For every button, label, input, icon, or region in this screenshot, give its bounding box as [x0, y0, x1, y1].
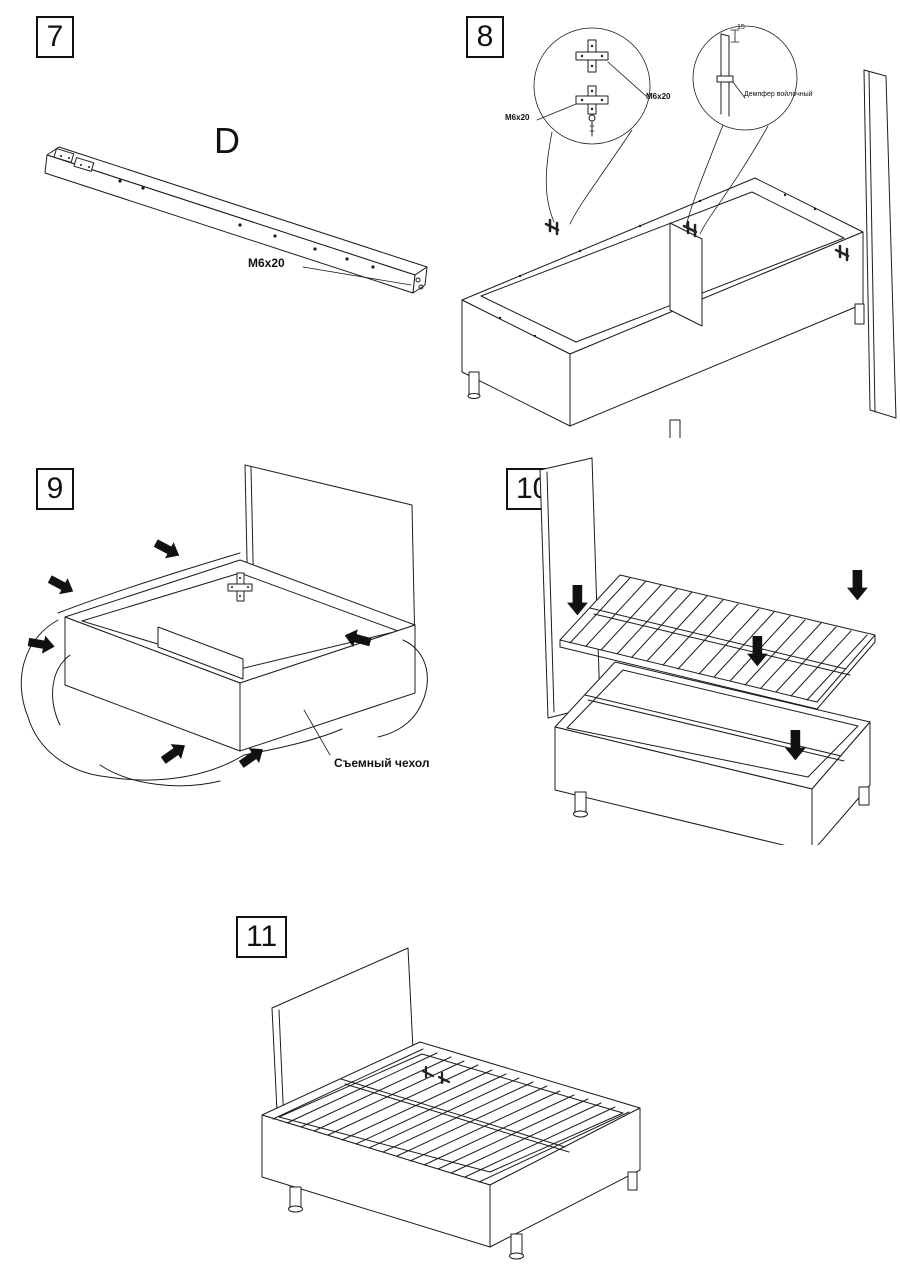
step-11-figure	[261, 947, 641, 1260]
bed-frame-box	[461, 177, 864, 427]
step-8-number-box: 8	[466, 16, 504, 58]
legs	[288, 1171, 638, 1260]
plank-screw-holes	[118, 179, 375, 269]
leader-left	[536, 103, 577, 121]
leader-right	[607, 61, 647, 97]
damper-post-detail	[716, 29, 746, 117]
step-11-number-box: 11	[236, 916, 288, 958]
frame-screw-holes	[498, 193, 817, 338]
step-8-figure	[461, 25, 897, 438]
corner-bracket-marks	[544, 218, 850, 262]
callout-circle-right	[685, 25, 798, 235]
damper-leader	[732, 81, 746, 99]
bolt-detail	[588, 114, 596, 137]
step-9-number-box: 9	[36, 468, 74, 510]
headboard-panel	[539, 457, 601, 719]
step-7-figure	[44, 146, 428, 294]
down-arrows	[567, 570, 868, 761]
slat-base	[272, 1048, 630, 1183]
step8-dimension-label: 15	[737, 24, 745, 31]
step-7-number-box: 7	[36, 16, 74, 58]
bracket-detail-top	[575, 39, 609, 73]
plank-bracket-hardware	[53, 148, 95, 172]
bracket-detail	[227, 572, 253, 602]
step7-hardware-label: M6x20	[248, 256, 285, 270]
step8-damper-label: Демпфер войлочный	[744, 91, 813, 98]
cover-leader-line	[303, 709, 331, 756]
plank-end-holes	[415, 277, 424, 290]
center-bracket-marks	[421, 1065, 451, 1085]
headboard-panel	[863, 69, 897, 419]
center-divider-rail	[669, 222, 703, 327]
step8-hardware-label-right: M6x20	[646, 92, 671, 101]
bracket-detail-bottom	[575, 85, 609, 115]
step9-cover-label: Съемный чехол	[334, 756, 430, 770]
callout-circle-left	[533, 27, 651, 225]
step-9-figure	[20, 464, 428, 787]
step8-hardware-label-left: M6x20	[505, 113, 530, 122]
part-d-label: D	[214, 120, 240, 161]
slat-base-panel	[559, 574, 876, 710]
step-10-figure	[539, 457, 876, 845]
storage-box	[554, 661, 871, 845]
press-arrows	[27, 539, 372, 768]
legs	[573, 786, 870, 818]
plank-d	[44, 146, 428, 294]
step7-leader-line	[302, 266, 412, 286]
center-divider-rail	[157, 626, 244, 680]
legs	[467, 303, 865, 438]
